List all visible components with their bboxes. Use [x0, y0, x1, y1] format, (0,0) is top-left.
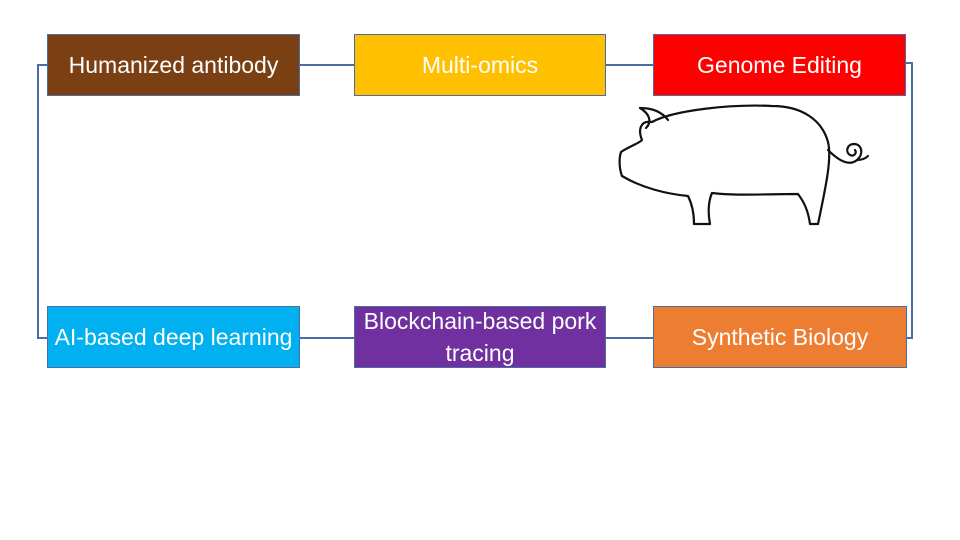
- node-label: Synthetic Biology: [691, 324, 869, 350]
- node-humanized-antibody: Humanized antibody: [47, 34, 300, 96]
- node-label: Humanized antibody: [68, 52, 279, 78]
- node-label: Multi-omics: [421, 52, 539, 78]
- node-ai-deep-learning: AI-based deep learning: [47, 306, 300, 368]
- pig-outline-icon: [618, 104, 870, 226]
- node-label: AI-based deep learning: [54, 324, 293, 350]
- node-multi-omics: Multi-omics: [354, 34, 606, 96]
- node-blockchain-pork-tracing: Blockchain-based pork tracing: [354, 306, 606, 368]
- node-label: Blockchain-based pork tracing: [363, 308, 597, 366]
- node-genome-editing: Genome Editing: [653, 34, 906, 96]
- node-label: Genome Editing: [697, 52, 862, 78]
- node-synthetic-biology: Synthetic Biology: [653, 306, 907, 368]
